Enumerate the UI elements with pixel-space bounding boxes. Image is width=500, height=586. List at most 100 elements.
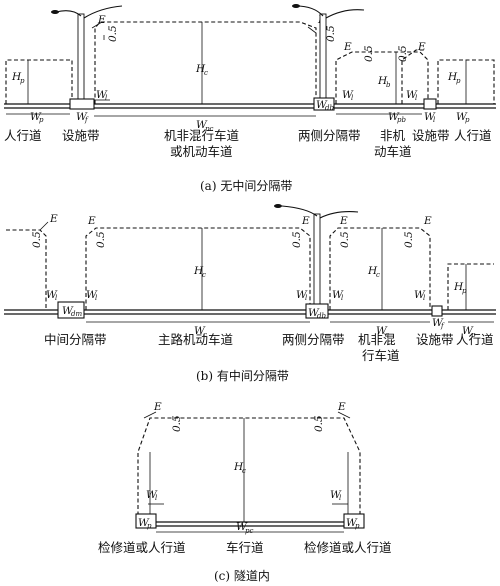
svg-text:l: l [155,494,157,502]
svg-text:pc: pc [205,125,213,133]
label-0-5: 0.5 [403,231,415,248]
svg-text:dm: dm [71,310,82,318]
lamp-pole-left [77,13,85,107]
label-facility-belt: 设施带 [62,128,100,143]
svg-text:f: f [440,322,445,330]
label-Wc: W [194,325,206,337]
label-0-5: 0.5 [31,231,43,248]
svg-text:l: l [55,294,57,302]
curb-right-b [431,305,443,317]
label-Hb: H [377,75,388,87]
main-road-clearance-b [6,229,47,310]
svg-text:f: f [84,116,89,124]
label-Wp: W [138,517,150,529]
tunnel-clearance [137,417,361,522]
label-Wpb: W [388,111,400,123]
label-E: E [339,215,348,227]
median-curb [57,301,85,319]
label-Wdm: W [62,305,74,317]
lamp-pole-right [319,13,327,103]
label-Wp: W [346,517,358,529]
svg-text:l: l [423,294,425,302]
label-Wp: W [462,325,474,337]
label-Wl: W [342,89,354,101]
curb-left [69,98,95,110]
label-Wl: W [46,289,58,301]
caption-a: (a) 无中间分隔带 [200,178,292,193]
label-E: E [97,14,106,26]
label-sidewalk: 人行道 [456,332,494,347]
label-Wc: W [376,325,388,337]
label-0-5: 0.5 [107,25,119,42]
label-Wf: W [432,317,444,329]
label-facility-belt-right: 设施带 [412,128,450,143]
divider-curb-b [305,303,329,319]
label-nonmotor-lane-2: 动车道 [374,144,412,159]
label-E: E [417,41,426,53]
svg-text:p: p [20,77,25,85]
svg-text:pc: pc [245,527,253,535]
svg-text:l: l [341,294,343,302]
label-E: E [153,401,162,413]
caption-c: (c) 隧道内 [214,568,270,583]
main-clearance-envelope [94,21,317,104]
panel-c: E E 0.5 0.5 H c W l W l W p W p W pc 检修道… [98,401,392,583]
label-0-5: 0.5 [171,415,183,432]
label-E: E [87,215,96,227]
label-nonmotor-lane: 非机 [380,128,406,143]
svg-text:b: b [386,81,391,89]
label-main-lane-2: 或机动车道 [170,144,233,159]
svg-text:l: l [305,294,307,302]
label-0-5: 0.5 [397,45,409,62]
label-0-5: 0.5 [95,231,107,248]
label-Wl: W [406,89,418,101]
label-carriageway: 车行道 [226,540,264,555]
svg-text:p: p [147,522,152,530]
label-Wpc: W [236,521,248,533]
label-sidewalk: 人行道 [4,128,42,143]
label-facility-belt: 设施带 [416,332,454,347]
svg-text:l: l [95,294,97,302]
svg-text:db: db [317,312,326,320]
svg-text:l: l [351,94,353,102]
svg-text:p: p [462,287,467,295]
svg-text:pb: pb [397,116,406,124]
svg-text:p: p [465,116,470,124]
svg-text:l: l [433,116,435,124]
label-Wl: W [96,89,108,101]
svg-text:l: l [415,94,417,102]
facility-clearance-right [401,49,424,104]
label-two-side-divider: 两侧分隔带 [282,332,345,347]
label-right-walkway: 检修道或人行道 [304,540,392,555]
label-E: E [337,401,346,413]
svg-text:c: c [204,69,208,77]
sidewalk-clearance-left [5,59,73,104]
label-Wdb: W [316,99,328,111]
label-Hc: H [195,63,206,75]
label-Wl: W [146,489,158,501]
caption-b: (b) 有中间分隔带 [196,368,289,383]
label-Wl: W [424,111,436,123]
label-sidewalk-right: 人行道 [454,128,492,143]
label-0-5: 0.5 [313,415,325,432]
label-Wl: W [414,289,426,301]
label-Wf: W [76,111,88,123]
svg-text:p: p [39,116,44,124]
label-Wl: W [330,489,342,501]
svg-text:p: p [355,522,360,530]
svg-text:p: p [456,77,461,85]
svg-text:p: p [471,331,476,339]
walkway-right [343,513,365,529]
label-E: E [49,213,58,225]
label-mixed-lane: 机非混 [358,332,396,347]
svg-text:l: l [105,94,107,102]
label-Wl: W [296,289,308,301]
main-lane-clearance [85,227,311,310]
label-median: 中间分隔带 [44,332,107,347]
svg-text:c: c [203,331,207,339]
label-E: E [423,215,432,227]
label-two-side-divider: 两侧分隔带 [298,128,361,143]
label-left-walkway: 检修道或人行道 [98,540,186,555]
label-Wl: W [332,289,344,301]
